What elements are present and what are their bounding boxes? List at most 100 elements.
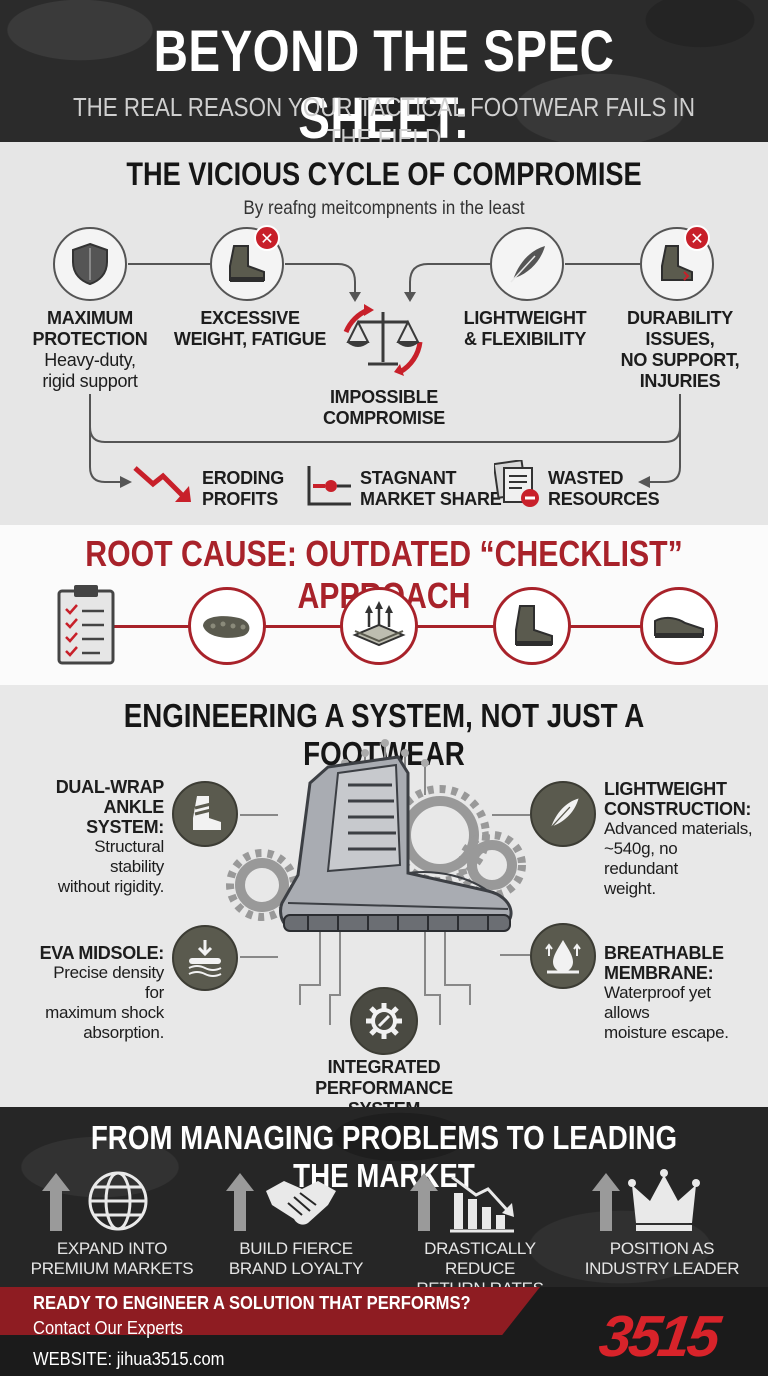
loyalty-line-1: BUILD FIERCE bbox=[239, 1239, 353, 1258]
premium-line-1: EXPAND INTO bbox=[56, 1239, 168, 1258]
up-arrow-declining-bars-icon bbox=[410, 1173, 514, 1233]
durability-line-3: NO SUPPORT, bbox=[620, 350, 740, 370]
midsole-title: EVA MIDSOLE: bbox=[39, 943, 165, 963]
market-leadership-section: FROM MANAGING PROBLEMS TO LEADING THE MA… bbox=[0, 1107, 768, 1298]
cycle-connectors bbox=[89, 263, 681, 488]
lightweight-line-1: LIGHTWEIGHT bbox=[463, 308, 587, 328]
market-label-leader: POSITION AS INDUSTRY LEADER bbox=[572, 1239, 752, 1279]
membrane-desc-2: moisture escape. bbox=[604, 1023, 729, 1042]
lightweight-desc-2: ~540g, no redundant bbox=[604, 839, 678, 878]
market-heading: FROM MANAGING PROBLEMS TO LEADING THE MA… bbox=[90, 1119, 678, 1194]
feather-icon bbox=[510, 246, 545, 283]
stagnant-line-1: STAGNANT bbox=[360, 468, 457, 488]
premium-line-2: PREMIUM MARKETS bbox=[30, 1259, 194, 1278]
max-protection-title-2: PROTECTION bbox=[32, 329, 148, 349]
cycle-heading: THE VICIOUS CYCLE OF COMPROMISE bbox=[126, 156, 642, 192]
ankle-system-text: DUAL-WRAP ANKLE SYSTEM: Structural stabi… bbox=[36, 777, 165, 897]
low-shoe-icon-circle bbox=[640, 587, 718, 665]
membrane-layers-icon-circle bbox=[340, 587, 418, 665]
impossible-compromise-line-1: IMPOSSIBLE bbox=[329, 387, 438, 407]
market-item-returns: DRASTICALLY REDUCE RETURN RATES bbox=[390, 1167, 570, 1298]
excessive-weight-line-2: WEIGHT, FATIGUE bbox=[173, 329, 327, 349]
membrane-title-2: MEMBRANE: bbox=[604, 963, 714, 983]
ankle-wrap-icon bbox=[193, 796, 221, 830]
ankle-desc-2: without rigidity. bbox=[57, 877, 164, 896]
website-link[interactable]: WEBSITE: jihua3515.com bbox=[33, 1349, 225, 1369]
engineering-system-section: ENGINEERING A SYSTEM, NOT JUST A FOOTWEA… bbox=[0, 685, 768, 1119]
feather-icon bbox=[548, 798, 579, 830]
footer: READY TO ENGINEER A SOLUTION THAT PERFOR… bbox=[0, 1287, 768, 1376]
gear-icon bbox=[366, 1003, 402, 1039]
outsole-icon-circle bbox=[188, 587, 266, 665]
feather-icon-circle bbox=[530, 781, 596, 847]
contact-experts-link[interactable]: Contact Our Experts bbox=[33, 1318, 184, 1338]
integrated-line-1: INTEGRATED bbox=[327, 1057, 441, 1077]
max-protection-desc-2: rigid support bbox=[42, 371, 138, 391]
outcome-eroding-profits: ERODING PROFITS bbox=[202, 468, 284, 510]
x-badge-icon: ✕ bbox=[254, 225, 280, 251]
documents-icon bbox=[494, 460, 539, 507]
impossible-compromise-label: IMPOSSIBLE COMPROMISE bbox=[304, 387, 464, 429]
ankle-title-1: DUAL-WRAP bbox=[55, 777, 165, 797]
excessive-weight-line-1: EXCESSIVE bbox=[200, 308, 300, 328]
x-badge-icon: ✕ bbox=[684, 225, 710, 251]
feather-icon-circle bbox=[490, 227, 564, 301]
market-item-leader: POSITION AS INDUSTRY LEADER bbox=[572, 1167, 752, 1279]
leader-line-1: POSITION AS bbox=[609, 1239, 715, 1258]
shield-icon-circle bbox=[53, 227, 127, 301]
leader-line-2: INDUSTRY LEADER bbox=[584, 1259, 740, 1278]
loyalty-line-2: BRAND LOYALTY bbox=[228, 1259, 364, 1278]
clipboard-checklist-icon bbox=[57, 585, 115, 665]
balance-scale-icon bbox=[343, 304, 423, 376]
low-shoe-icon bbox=[654, 616, 704, 638]
breathable-membrane-icon-circle bbox=[530, 923, 596, 989]
ankle-desc-1: Structural stability bbox=[94, 837, 164, 876]
outsole-icon bbox=[203, 616, 250, 638]
midsole-icon bbox=[188, 940, 222, 977]
midsole-desc-2: maximum shock bbox=[45, 1003, 164, 1022]
market-label-loyalty: BUILD FIERCE BRAND LOYALTY bbox=[206, 1239, 386, 1279]
durability-line-1: DURABILITY bbox=[627, 308, 733, 328]
midsole-desc-3: absorption. bbox=[83, 1023, 164, 1042]
max-protection-title-1: MAXIMUM bbox=[47, 308, 133, 328]
lightweight-desc-1: Advanced materials, bbox=[604, 819, 753, 838]
impossible-compromise-line-2: COMPROMISE bbox=[322, 408, 445, 428]
damaged-boot-icon-circle: ✕ bbox=[640, 225, 714, 301]
ankle-wrap-icon-circle bbox=[172, 781, 238, 847]
membrane-desc-1: Waterproof yet allows bbox=[604, 983, 711, 1022]
up-arrow-handshake-icon bbox=[226, 1173, 336, 1231]
up-arrow-crown-icon bbox=[592, 1169, 700, 1231]
breathable-membrane-text: BREATHABLE MEMBRANE: Waterproof yet allo… bbox=[604, 943, 754, 1043]
flat-chart-icon bbox=[307, 466, 351, 506]
vicious-cycle-section: THE VICIOUS CYCLE OF COMPROMISE By reafn… bbox=[0, 142, 768, 525]
cta-band bbox=[0, 1287, 540, 1335]
up-arrow-globe-icon bbox=[42, 1171, 148, 1231]
root-cause-section: ROOT CAUSE: OUTDATED “CHECKLIST” APPROAC… bbox=[0, 525, 768, 685]
header-banner: BEYOND THE SPEC SHEET: THE REAL REASON Y… bbox=[0, 0, 768, 153]
midsole-icon-circle bbox=[172, 925, 238, 991]
water-drop-icon bbox=[545, 940, 581, 974]
eroding-line-1: ERODING bbox=[202, 468, 284, 488]
stagnant-line-2: MARKET SHARE bbox=[360, 489, 502, 509]
boot-icon-circle bbox=[493, 587, 571, 665]
market-label-premium: EXPAND INTO PREMIUM MARKETS bbox=[22, 1239, 202, 1279]
system-heading: ENGINEERING A SYSTEM, NOT JUST A FOOTWEA… bbox=[123, 697, 645, 772]
max-protection-desc-1: Heavy-duty, bbox=[44, 350, 136, 370]
market-item-loyalty: BUILD FIERCE BRAND LOYALTY bbox=[206, 1167, 386, 1279]
cta-headline: READY TO ENGINEER A SOLUTION THAT PERFOR… bbox=[33, 1293, 471, 1313]
outcome-wasted-resources: WASTED RESOURCES bbox=[548, 468, 660, 510]
lightweight-construction-text: LIGHTWEIGHT CONSTRUCTION: Advanced mater… bbox=[604, 779, 754, 899]
midsole-desc-1: Precise density for bbox=[53, 963, 164, 1002]
durability-line-4: INJURIES bbox=[639, 371, 721, 391]
shield-icon bbox=[72, 242, 108, 286]
ankle-title-2: ANKLE SYSTEM: bbox=[86, 797, 164, 837]
cycle-subheading: By reafng meitcompnents in the least bbox=[243, 198, 525, 219]
eroding-line-2: PROFITS bbox=[202, 489, 278, 509]
eva-midsole-text: EVA MIDSOLE: Precise density for maximum… bbox=[36, 943, 165, 1043]
heavy-boot-icon bbox=[229, 245, 265, 282]
damaged-boot-icon bbox=[661, 245, 693, 281]
membrane-title-1: BREATHABLE bbox=[604, 943, 724, 963]
outcome-stagnant-market: STAGNANT MARKET SHARE bbox=[360, 468, 502, 510]
wasted-line-1: WASTED bbox=[548, 468, 624, 488]
lightweight-desc-3: weight. bbox=[604, 879, 656, 898]
